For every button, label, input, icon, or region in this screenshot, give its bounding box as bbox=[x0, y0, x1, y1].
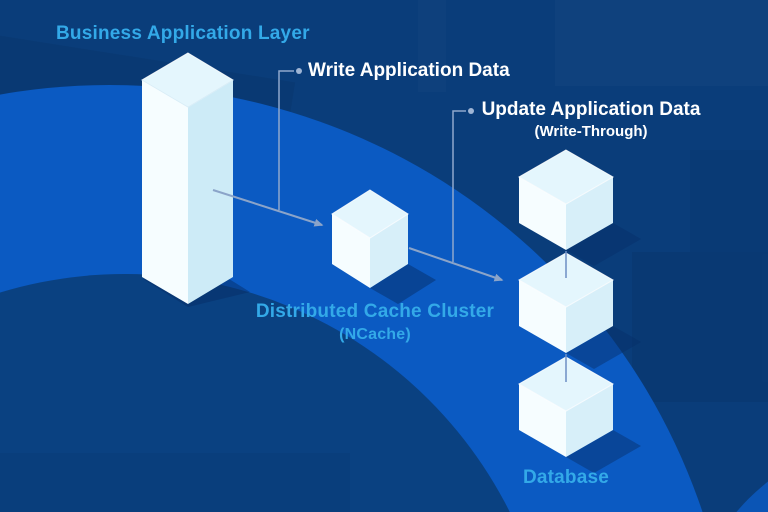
db-cube-2-shadow bbox=[566, 326, 641, 369]
db-cube-3-left-face bbox=[519, 384, 566, 457]
db-cube-3-shadow bbox=[566, 430, 641, 473]
db-cube-1-left-face bbox=[519, 177, 566, 250]
update-data-label: Update Application Data bbox=[481, 99, 701, 120]
deco-rect-top-right bbox=[555, 0, 768, 86]
database-label: Database bbox=[522, 467, 610, 488]
connector-write-data bbox=[278, 70, 294, 210]
write-data-label: Write Application Data bbox=[308, 60, 510, 81]
connector-write-dot bbox=[296, 68, 302, 74]
cache-cube-top-face bbox=[331, 189, 409, 239]
db-cube-1-shadow bbox=[566, 223, 641, 266]
database-cube-2 bbox=[517, 252, 615, 353]
connector-update-dot bbox=[468, 108, 474, 114]
pillar-left-face bbox=[142, 80, 188, 304]
cache-cube-shadow bbox=[370, 264, 436, 304]
pillar-right-face bbox=[188, 80, 233, 304]
database-cube-3 bbox=[517, 356, 615, 457]
db-cube-1-top-face bbox=[517, 149, 615, 205]
db-cube-2-left-face bbox=[519, 280, 566, 353]
inner-dark-circle bbox=[0, 274, 510, 512]
connector-update-data bbox=[452, 110, 466, 262]
update-data-sublabel: (Write-Through) bbox=[534, 123, 648, 140]
database-cube-1 bbox=[517, 149, 615, 250]
db-cube-2-top-face bbox=[517, 252, 615, 308]
cache-cluster-sublabel: (NCache) bbox=[339, 326, 411, 343]
db-cube-1-right-face bbox=[566, 177, 613, 250]
cache-cube bbox=[331, 189, 409, 288]
db-cube-2-right-face bbox=[566, 280, 613, 353]
deco-rect-right bbox=[632, 252, 768, 402]
cache-cluster-label-block: Distributed Cache Cluster (NCache) bbox=[245, 301, 505, 344]
corner-ring-arc bbox=[736, 481, 768, 512]
update-data-label-block: Update Application Data (Write-Through) bbox=[453, 99, 729, 140]
deco-rect-bottom-left bbox=[0, 453, 350, 512]
cache-cluster-label: Distributed Cache Cluster bbox=[255, 301, 495, 322]
flow-arrow-app-to-cache bbox=[212, 189, 324, 227]
deco-rect-right-upper bbox=[690, 150, 768, 252]
app-layer-pillar bbox=[141, 52, 234, 304]
db-cube-3-right-face bbox=[566, 384, 613, 457]
app-layer-label: Business Application Layer bbox=[56, 23, 310, 44]
flow-arrow-cache-to-db bbox=[408, 247, 504, 282]
pillar-edge bbox=[141, 79, 234, 108]
db-cube-3-top-face bbox=[517, 356, 615, 412]
